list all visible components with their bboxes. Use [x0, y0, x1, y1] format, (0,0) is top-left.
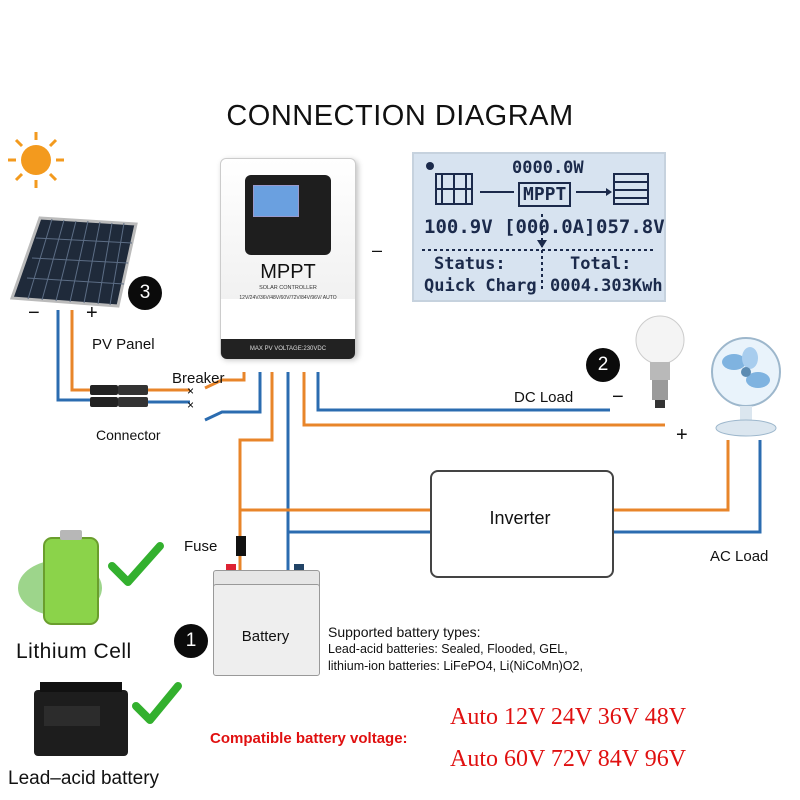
fuse-icon: [236, 536, 246, 556]
breaker-label: Breaker: [172, 370, 225, 387]
inverter-label: Inverter: [489, 508, 551, 528]
light-bulb-icon: [635, 315, 685, 408]
lcd-graphics: [422, 162, 656, 292]
compatible-voltage-label: Compatible battery voltage:: [210, 730, 408, 747]
controller-to-battery-positive: [238, 372, 274, 570]
badge-3: 3: [128, 276, 162, 310]
battery-box: [213, 584, 320, 676]
svg-text:×: ×: [187, 384, 194, 398]
controller-subtitle: SOLAR CONTROLLER: [259, 285, 317, 291]
mc4-connector-right: [118, 385, 148, 395]
lcd-sun-icon: [426, 162, 434, 170]
svg-text:×: ×: [187, 398, 194, 412]
inverter-to-acload-negative: [610, 440, 762, 534]
lithium-cell-icon: [18, 530, 102, 625]
battery-positive-terminal: [226, 564, 236, 572]
sun-icon: [8, 132, 64, 188]
controller-to-dcload-negative: [316, 372, 610, 412]
controller-mini-screen: [253, 185, 299, 217]
dc-load-label: DC Load: [514, 389, 574, 406]
controller-to-dcload-positive: [302, 372, 665, 427]
lcd-mode: MPPT: [518, 182, 572, 207]
breaker-to-controller-negative: [204, 372, 262, 422]
lcd-status-label: Status:: [434, 254, 506, 274]
supported-line-2: lithium-ion batteries: LiFePO4, Li(NiCoM…: [328, 659, 583, 673]
badge-1: 1: [174, 624, 208, 658]
voltages-row-2: Auto 60V 72V 84V 96V: [450, 746, 687, 772]
mppt-controller: MPPT SOLAR CONTROLLER 12V/24V/36V/48V/60…: [220, 158, 356, 359]
dc-plus-sign: +: [676, 424, 688, 446]
pv-plus-sign: +: [86, 302, 98, 324]
supported-battery-types: Supported battery types: Lead-acid batte…: [328, 624, 583, 675]
lead-acid-battery-icon: [34, 682, 128, 756]
breaker-to-controller-positive: [204, 372, 246, 390]
lcd-pv-voltage: 100.9V: [424, 216, 493, 238]
pv-minus-sign: −: [28, 302, 40, 324]
lithium-cell-label: Lithium Cell: [16, 640, 132, 663]
inverter-to-acload-positive: [610, 440, 730, 512]
check-icon-lead-acid: [132, 682, 182, 724]
controller-max-pv: MAX PV VOLTAGE:230VDC: [249, 346, 327, 352]
dc-minus-sign: −: [612, 386, 624, 408]
battery-negative-terminal: [294, 564, 304, 572]
lcd-power: 0000.0W: [512, 158, 584, 178]
badge-2: 2: [586, 348, 620, 382]
lcd-total-value: 0004.303Kwh: [550, 276, 663, 296]
supported-line-1: Lead-acid batteries: Sealed, Flooded, GE…: [328, 642, 568, 656]
controller-front-panel: [245, 175, 331, 255]
fan-icon: [711, 337, 781, 437]
voltages-row-1: Auto 12V 24V 36V 48V: [450, 704, 687, 730]
solar-panel-icon: [9, 216, 138, 308]
pv-negative-wire: [56, 310, 90, 402]
lcd-battery-voltage: 057.8V: [596, 216, 665, 238]
lead-acid-label: Lead–acid battery: [8, 768, 160, 789]
ac-load-label: AC Load: [710, 548, 769, 565]
lcd-total-label: Total:: [570, 254, 632, 274]
inverter-box: [430, 470, 614, 578]
controller-voltages: 12V/24V/36V/48V/60V/72V/84V/96V/ AUTO: [239, 295, 337, 301]
lcd-current: [000.0A]: [504, 216, 596, 238]
lcd-display: 0000.0W MPPT 100.9V [000.0A] 057.8V Stat…: [412, 152, 666, 302]
fuse-label: Fuse: [184, 538, 218, 555]
supported-heading: Supported battery types:: [328, 624, 481, 640]
mc4-connector-left: [90, 385, 118, 395]
pv-positive-wire: [70, 310, 90, 392]
connector-label: Connector: [96, 427, 161, 443]
lcd-connector-dash: –: [372, 240, 383, 260]
page-title: CONNECTION DIAGRAM: [226, 100, 574, 132]
controller-brand: MPPT: [260, 261, 316, 283]
lcd-status-value: Quick Charg: [424, 276, 537, 296]
check-icon-lithium: [108, 542, 164, 586]
pv-panel-label: PV Panel: [92, 336, 155, 353]
battery-label: Battery: [241, 628, 290, 645]
